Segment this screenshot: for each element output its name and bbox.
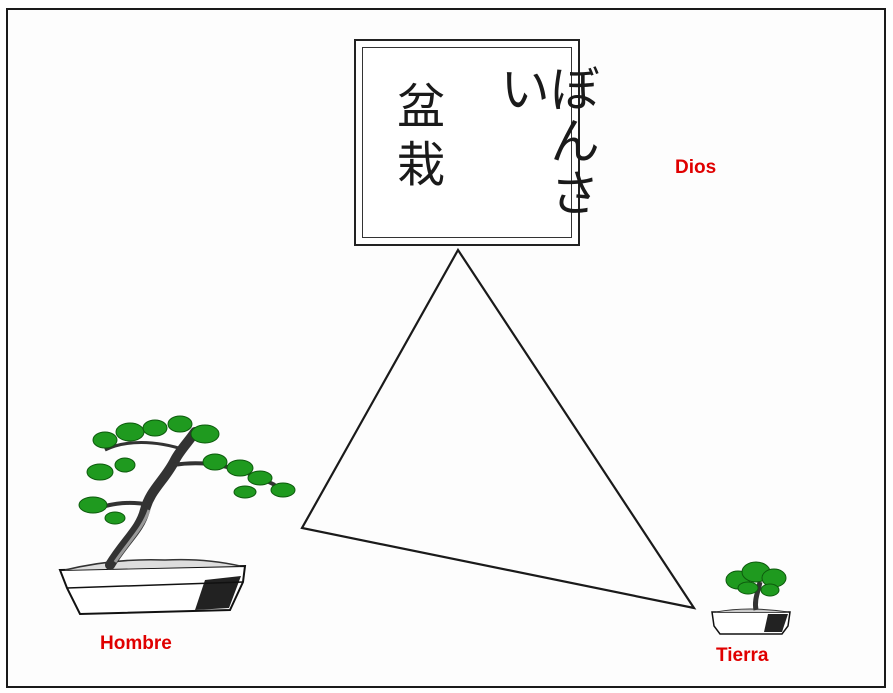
small-bonsai-illustration bbox=[711, 561, 791, 635]
calligraphy-kanji: 盆栽 bbox=[388, 81, 444, 197]
calligraphy-hiragana: ぼんさい bbox=[492, 63, 600, 219]
calligraphy-panel: ぼんさい 盆栽 bbox=[354, 39, 600, 246]
label-hombre: Hombre bbox=[100, 633, 172, 654]
label-tierra: Tierra bbox=[716, 645, 769, 666]
label-dios: Dios bbox=[675, 157, 717, 178]
calligraphy-inner-border bbox=[362, 47, 572, 238]
triangle-shape bbox=[300, 247, 697, 610]
large-bonsai-illustration bbox=[58, 415, 296, 616]
